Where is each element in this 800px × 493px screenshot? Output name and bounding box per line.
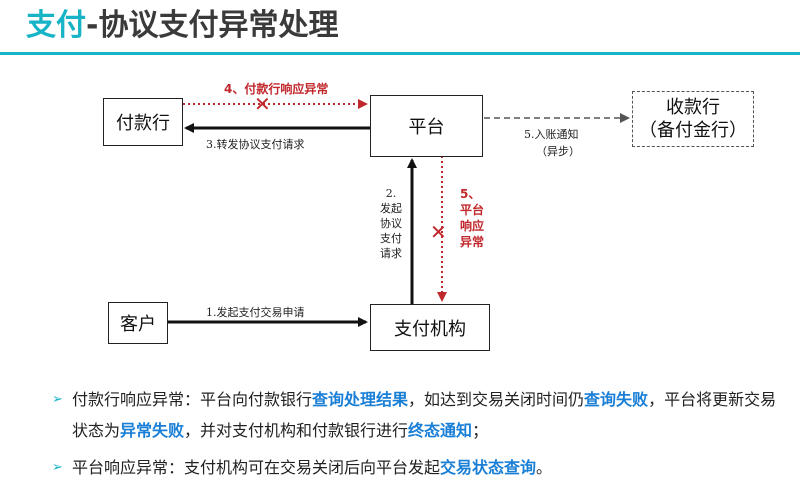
note-text: 付款行响应异常：平台向付款银行 [72,390,313,409]
arrow5-sublabel: （异步） [536,145,580,158]
note-highlight: 交易状态查询 [440,458,537,477]
arrow1-label: 1.发起支付交易申请 [206,306,305,319]
arrow5b-line: 5、 [460,187,481,201]
note-text: 。 [536,458,553,477]
arrow5-label: 5.入账通知 [524,128,579,141]
payer-bank-label: 付款行 [116,113,170,134]
pay-institution-box: 支付机构 [370,304,490,351]
customer-box: 客户 [108,302,168,344]
note-highlight: 查询处理结果 [312,390,409,409]
note-highlight: 终态通知 [408,421,473,440]
receiver-bank-label: 收款行 [666,97,720,118]
arrow2-label: 2. 发起 协议 支付 请求 [376,186,406,261]
arrow3-label: 3.转发协议支付请求 [206,138,305,151]
page-title: 支付-协议支付异常处理 [26,6,338,46]
note-highlight: 查询失败 [584,390,649,409]
platform-label: 平台 [408,117,445,138]
payer-bank-box: 付款行 [103,98,183,146]
title-part2: -协议支付异常处理 [86,8,339,43]
note-text: ； [472,421,489,440]
note-payer-bank: ➢ 付款行响应异常：平台向付款银行查询处理结果，如达到交易关闭时间仍查询失败，平… [52,384,792,446]
note-platform: ➢ 平台响应异常：支付机构可在交易关闭后向平台发起交易状态查询。 [52,452,792,483]
receiver-bank-box: 收款行 （备付金行） [632,91,754,147]
bullet-arrow-icon: ➢ [52,392,63,407]
arrow2-line: 协议 [380,217,402,230]
note-text: ，并对支付机构和付款银行进行 [184,421,409,440]
receiver-bank-sublabel: （备付金行） [639,120,747,141]
note-highlight: 异常失败 [120,421,185,440]
arrow2-line: 2. [385,187,397,200]
platform-fail-mark: ✕ [430,220,447,244]
arrow5b-line: 响应 [460,219,485,233]
note-text: ，如达到交易关闭时间仍 [408,390,585,409]
payer-fail-mark: ✕ [254,92,271,116]
arrow4-label: 4、付款行响应异常 [224,82,329,96]
note-text: 平台响应异常：支付机构可在交易关闭后向平台发起 [72,458,441,477]
title-underline [0,52,800,55]
note-text: ，平台将更新交易状态为 [72,390,777,440]
arrow5b-label: 5、 平台 响应 异常 [460,186,494,250]
notes-list: ➢ 付款行响应异常：平台向付款银行查询处理结果，如达到交易关闭时间仍查询失败，平… [52,384,792,483]
arrow2-line: 请求 [380,247,402,260]
bullet-arrow-icon: ➢ [52,460,63,475]
pay-institution-label: 支付机构 [394,318,466,340]
arrow2-line: 支付 [380,232,402,245]
arrow5b-line: 异常 [460,235,485,249]
platform-box: 平台 [370,95,483,157]
title-part1: 支付 [26,8,86,43]
arrow2-line: 发起 [380,202,402,215]
arrow5b-line: 平台 [460,203,485,217]
customer-label: 客户 [120,314,156,335]
